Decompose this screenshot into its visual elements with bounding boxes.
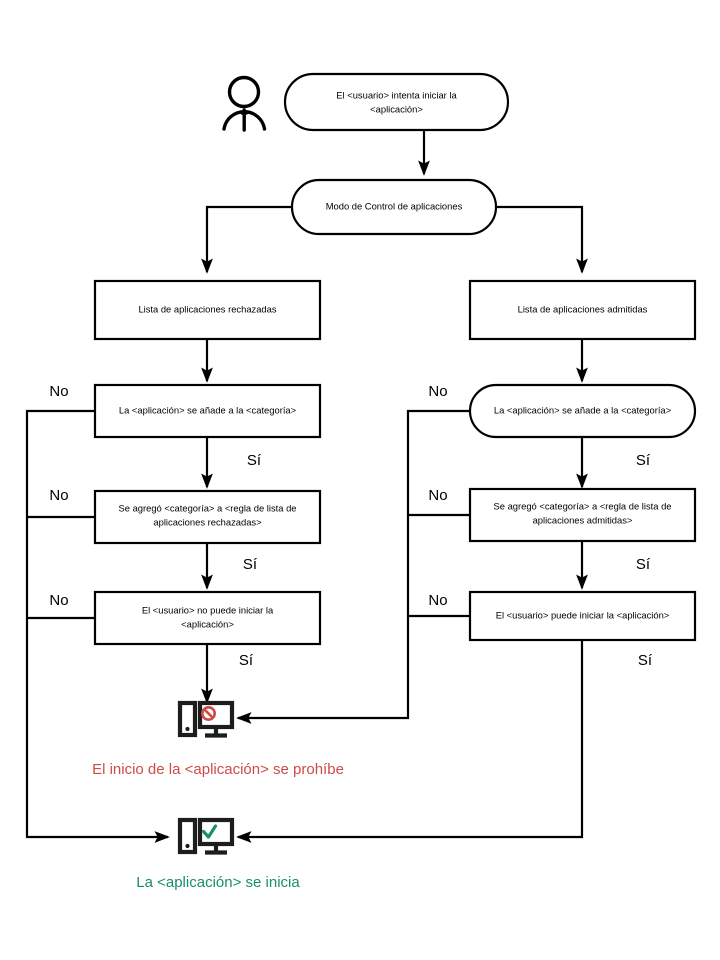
node-allowed-rule[interactable]: Se agregó <categoría> a <regla de lista … — [468, 487, 697, 543]
node-allowed-list-label: Lista de aplicaciones admitidas — [518, 303, 648, 314]
branch-label-right-no-2: No — [428, 487, 447, 504]
allow-outcome-caption: La <aplicación> se inicia — [136, 874, 300, 891]
deny-outcome-caption: El inicio de la <aplicación> se prohíbe — [92, 761, 344, 778]
node-allowed-result-label: El <usuario> puede iniciar la <aplicació… — [496, 609, 670, 620]
node-start-label-line1: El <usuario> intenta iniciar la — [336, 89, 457, 100]
node-allowed-rule-label-line1: Se agregó <categoría> a <regla de lista … — [494, 500, 672, 511]
branch-label-left-yes-2: Sí — [243, 556, 258, 573]
edge-mode-to-denied-list — [201, 205, 292, 274]
node-mode[interactable]: Modo de Control de aplicaciones — [290, 178, 498, 236]
node-denied-result-label-line1: El <usuario> no puede iniciar la — [142, 604, 274, 615]
node-denied-result-label-line2: <aplicación> — [181, 618, 234, 629]
user-icon — [222, 75, 267, 132]
branch-label-left-no-3: No — [49, 592, 68, 609]
node-start-label-line2: <aplicación> — [370, 103, 423, 114]
branch-label-left-yes-3: Sí — [239, 652, 254, 669]
branch-label-right-no-1: No — [428, 383, 447, 400]
node-denied-rule-label-line2: aplicaciones rechazadas> — [153, 516, 262, 527]
branch-label-right-yes-2: Sí — [636, 556, 651, 573]
node-denied-list-label: Lista de aplicaciones rechazadas — [138, 303, 276, 314]
node-allowed-rule-label-line2: aplicaciones admitidas> — [533, 514, 633, 525]
edge-allowed-result-to-allow-icon — [236, 640, 584, 843]
node-allowed-category-label: La <aplicación> se añade a la <categoría… — [494, 404, 672, 415]
node-denied-list[interactable]: Lista de aplicaciones rechazadas — [93, 279, 322, 341]
node-denied-category[interactable]: La <aplicación> se añade a la <categoría… — [93, 383, 322, 439]
node-denied-category-label: La <aplicación> se añade a la <categoría… — [119, 404, 297, 415]
branch-label-right-yes-3: Sí — [638, 652, 653, 669]
edge-mode-to-allowed-list — [496, 205, 588, 274]
edge-left-no-rail — [25, 409, 170, 843]
branch-label-right-no-3: No — [428, 592, 447, 609]
node-allowed-result[interactable]: El <usuario> puede iniciar la <aplicació… — [468, 590, 697, 642]
node-allowed-list[interactable]: Lista de aplicaciones admitidas — [468, 279, 697, 341]
branch-label-left-no-2: No — [49, 487, 68, 504]
node-start[interactable]: El <usuario> intenta iniciar la <aplicac… — [283, 72, 510, 132]
node-denied-rule[interactable]: Se agregó <categoría> a <regla de lista … — [93, 489, 322, 545]
branch-label-left-yes-1: Sí — [247, 452, 262, 469]
computer-blocked-icon — [177, 700, 235, 738]
branch-label-left-no-1: No — [49, 383, 68, 400]
node-mode-label: Modo de Control de aplicaciones — [326, 200, 463, 211]
node-allowed-category[interactable]: La <aplicación> se añade a la <categoría… — [468, 383, 697, 439]
edge-right-no-rail — [236, 409, 470, 724]
computer-allowed-icon — [177, 817, 235, 855]
branch-label-right-yes-1: Sí — [636, 452, 651, 469]
node-denied-result[interactable]: El <usuario> no puede iniciar la <aplica… — [93, 590, 322, 646]
node-denied-rule-label-line1: Se agregó <categoría> a <regla de lista … — [119, 502, 297, 513]
